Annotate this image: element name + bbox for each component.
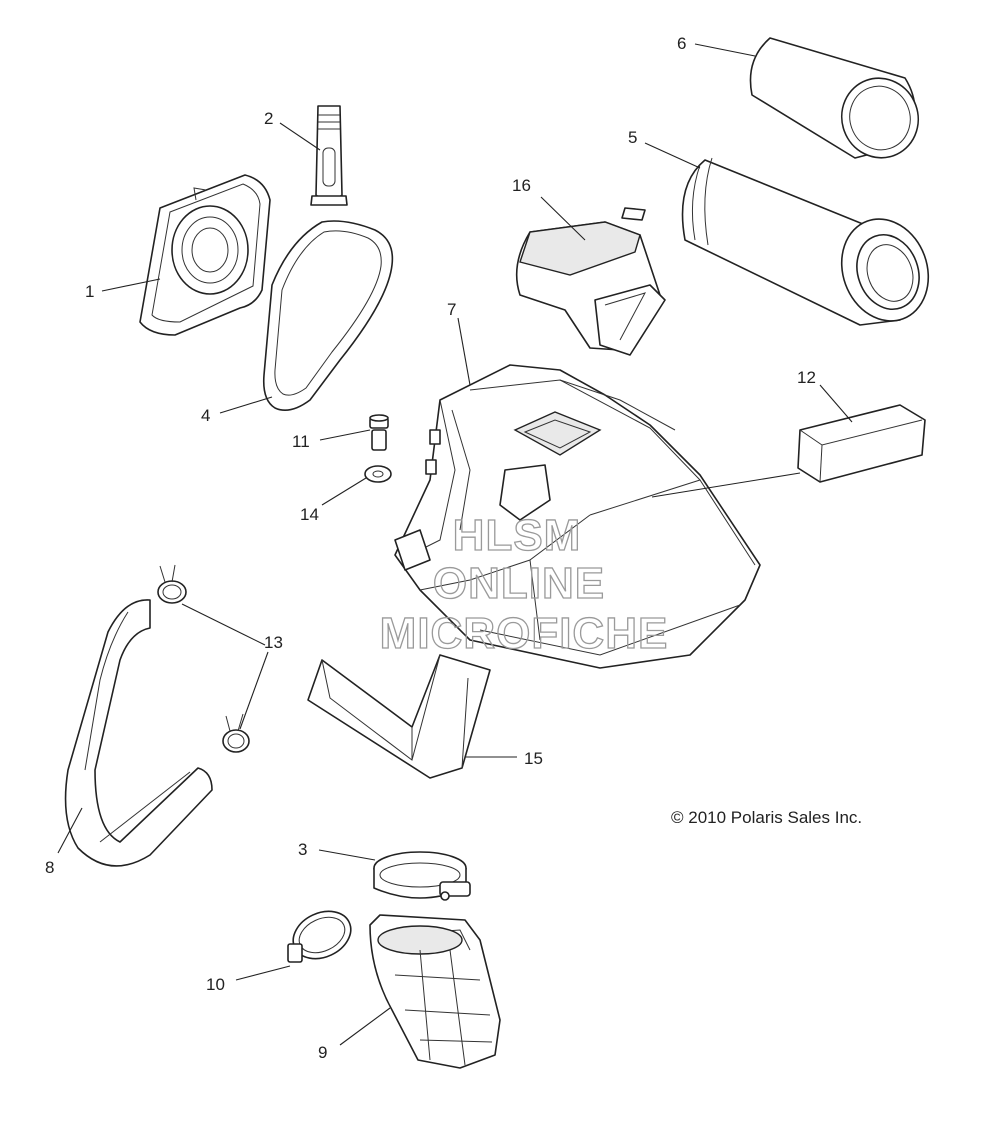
callout-14: 14 [300, 505, 319, 524]
watermark-line-2: ONLINE [433, 559, 605, 608]
watermark: HLSM ONLINE MICROFICHE [379, 510, 669, 658]
copyright-notice: © 2010 Polaris Sales Inc. [671, 808, 862, 827]
part-7-airbox [394, 364, 761, 669]
leader-5 [644, 142, 701, 169]
part-10-clamp [287, 910, 352, 963]
leader-16 [540, 196, 586, 241]
leader-4 [219, 396, 273, 414]
part-4-gasket [262, 220, 394, 411]
callout-16: 16 [512, 176, 531, 195]
part-14-washer [364, 465, 392, 483]
part-11-bolt [369, 414, 389, 451]
part-9-inlet-boot [369, 914, 501, 1069]
callout-9: 9 [318, 1043, 327, 1062]
callout-8: 8 [45, 858, 54, 877]
leader-2 [279, 122, 321, 151]
callout-13: 13 [264, 633, 283, 652]
leader-12b [651, 472, 801, 498]
part-5-air-filter [681, 157, 930, 326]
leader-13a [181, 603, 266, 646]
callout-10: 10 [206, 975, 225, 994]
part-13-clamps [157, 564, 250, 753]
leader-13b [239, 651, 269, 730]
callout-11: 11 [292, 432, 310, 451]
callout-3: 3 [298, 840, 307, 859]
callout-5: 5 [628, 128, 637, 147]
part-15-foam-angle [307, 654, 491, 779]
leader-1 [101, 278, 161, 292]
leader-6 [694, 43, 756, 57]
leader-lines [57, 43, 853, 1046]
part-1-seal-plate [139, 174, 271, 336]
callout-15: 15 [524, 749, 543, 768]
part-8-hose [64, 599, 213, 867]
callout-numbers: 1 2 3 4 5 6 7 8 9 10 11 12 13 14 15 16 [45, 34, 816, 1062]
leader-11 [319, 429, 371, 441]
leader-14 [321, 477, 367, 506]
leader-8 [57, 807, 83, 854]
part-3-clamp [373, 851, 471, 901]
callout-4: 4 [201, 406, 210, 425]
callout-12: 12 [797, 368, 816, 387]
part-16-duct [515, 207, 666, 356]
leader-7 [457, 317, 471, 386]
part-12-foam-block [797, 404, 926, 483]
leader-12 [819, 384, 853, 423]
watermark-line-1: HLSM [453, 511, 582, 560]
callout-2: 2 [264, 109, 273, 128]
leader-9 [339, 1007, 391, 1046]
watermark-line-3: MICROFICHE [380, 609, 669, 658]
part-6-prefilter [749, 37, 920, 159]
callout-6: 6 [677, 34, 686, 53]
leader-10 [235, 965, 291, 981]
part-2-cap [310, 105, 348, 206]
callout-7: 7 [447, 300, 456, 319]
leader-3 [318, 849, 376, 861]
callout-1: 1 [85, 282, 94, 301]
